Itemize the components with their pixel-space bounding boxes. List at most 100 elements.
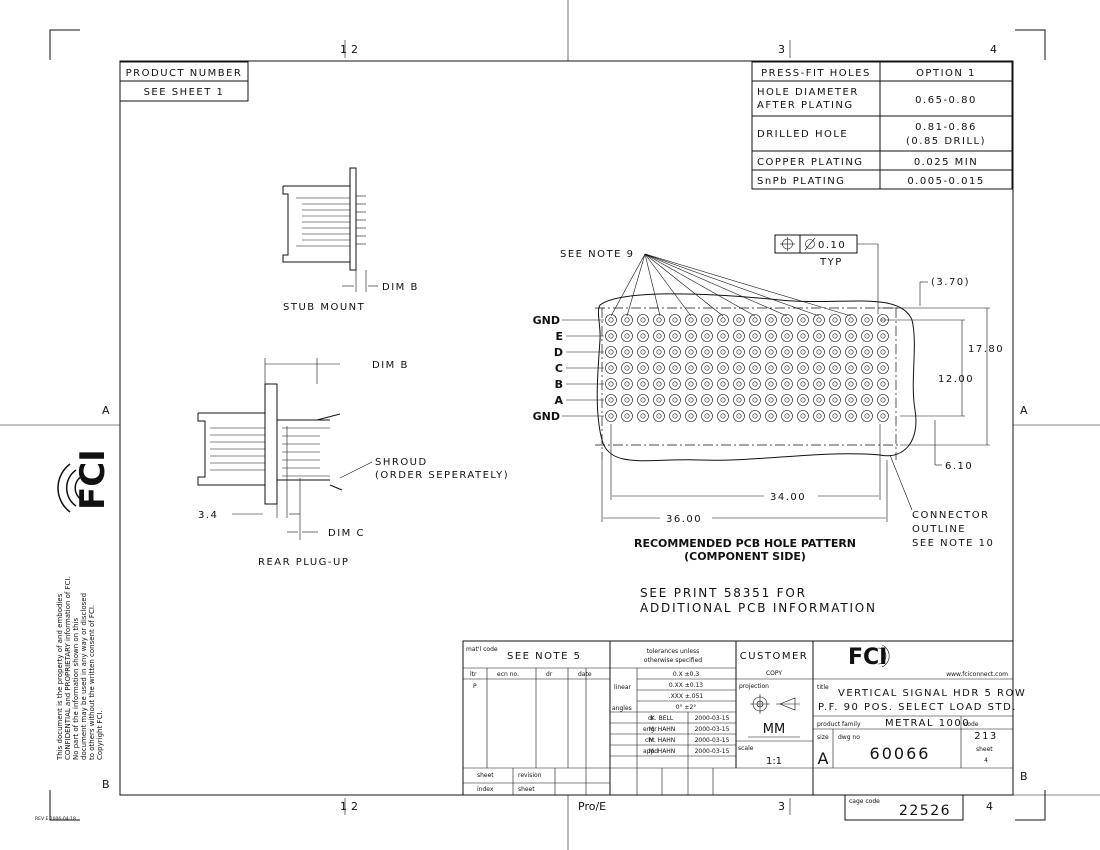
customer-copy: COPY — [766, 670, 782, 677]
pcb-hole-drill — [800, 397, 806, 403]
pcb-hole — [685, 314, 697, 326]
pcb-hole-drill — [752, 365, 758, 371]
pcb-hole — [621, 362, 633, 374]
pcb-hole — [701, 314, 713, 326]
pcb-hole-drill — [608, 349, 614, 355]
proprietary-line-5: to others without the written consent of… — [88, 605, 96, 760]
pcb-hole-drill — [624, 349, 630, 355]
title-label: title — [817, 684, 829, 691]
hole-table-row3-label: COPPER PLATING — [757, 157, 864, 168]
pcb-hole — [717, 362, 729, 374]
pcb-hole-drill — [624, 381, 630, 387]
cage-code-value: 22526 — [899, 803, 951, 819]
pcb-hole — [861, 330, 873, 342]
pcb-hole-drill — [672, 413, 678, 419]
pcb-hole-drill — [656, 397, 662, 403]
pcb-hole-drill — [704, 413, 710, 419]
approval-name-engr: M. HAHN — [649, 726, 676, 733]
rear-plug-dim-b: DIM B — [372, 360, 409, 371]
pcb-hole — [781, 314, 793, 326]
pcb-hole — [733, 410, 745, 422]
pcb-hole-drill — [656, 317, 662, 323]
pcb-hole — [621, 378, 633, 390]
stub-mount-caption: STUB MOUNT — [283, 302, 365, 313]
pcb-hole-drill — [640, 365, 646, 371]
approval-date-dr: 2000-03-15 — [695, 715, 730, 722]
tol-angles-label: angles — [612, 705, 632, 712]
pcb-hole — [781, 378, 793, 390]
dwg-no-value: 60066 — [870, 744, 931, 763]
pcb-hole-drill — [752, 333, 758, 339]
pcb-hole — [765, 410, 777, 422]
pcb-hole-drill — [784, 381, 790, 387]
pcb-hole-drill — [848, 365, 854, 371]
pcb-hole-drill — [640, 397, 646, 403]
pcb-hole — [621, 330, 633, 342]
rear-plug-dim-c: DIM C — [328, 528, 365, 539]
hole-table-row2-value2: (0.85 DRILL) — [906, 136, 986, 147]
scale-value: 1:1 — [766, 756, 782, 767]
pcb-hole — [733, 330, 745, 342]
pcb-hole — [653, 410, 665, 422]
product-family-value: METRAL 1000 — [885, 718, 970, 729]
pcb-hole — [685, 362, 697, 374]
pcb-hole-drill — [880, 349, 886, 355]
website: www.fciconnect.com — [946, 671, 1008, 678]
pcb-hole — [733, 314, 745, 326]
pcb-hole — [765, 330, 777, 342]
pcb-hole — [845, 314, 857, 326]
pcb-hole-drill — [768, 381, 774, 387]
pcb-hole-drill — [816, 317, 822, 323]
pcb-hole-drill — [832, 397, 838, 403]
pcb-hole-drill — [752, 317, 758, 323]
pcb-hole — [845, 330, 857, 342]
pcb-hole — [717, 394, 729, 406]
pcb-hole — [733, 362, 745, 374]
pcb-hole-drill — [832, 381, 838, 387]
pcb-hole-drill — [608, 413, 614, 419]
pcb-hole-drill — [880, 333, 886, 339]
pcb-hole-drill — [688, 317, 694, 323]
matl-code-value: SEE NOTE 5 — [507, 651, 581, 662]
dim-17-80: 17.80 — [968, 344, 1004, 355]
pcb-hole — [685, 346, 697, 358]
pcb-hole — [749, 378, 761, 390]
pcb-hole-drill — [704, 365, 710, 371]
pcb-hole-drill — [688, 365, 694, 371]
connector-outline-note-3: SEE NOTE 10 — [912, 538, 994, 549]
pcb-hole-drill — [720, 397, 726, 403]
pcb-hole — [701, 410, 713, 422]
pcb-hole-drill — [800, 333, 806, 339]
approval-date-appd: 2000-03-15 — [695, 748, 730, 755]
pcb-hole-drill — [688, 413, 694, 419]
third-angle-projection-icon — [750, 694, 800, 714]
pcb-hole — [781, 330, 793, 342]
pcb-hole — [605, 346, 617, 358]
stub-mount-view: DIM B STUB MOUNT — [282, 167, 417, 313]
zone-right-a: A — [1020, 404, 1029, 417]
product-number-label: PRODUCT NUMBER — [126, 68, 243, 79]
pcb-hole — [733, 378, 745, 390]
dim-6-10: 6.10 — [945, 461, 973, 472]
pcb-hole-drill — [880, 397, 886, 403]
pcb-hole — [877, 330, 889, 342]
pcb-hole-drill — [752, 413, 758, 419]
pcb-hole — [861, 394, 873, 406]
tol-header-1: tolerances unless — [647, 648, 700, 655]
pcb-hole-drill — [672, 365, 678, 371]
proprietary-line-3: No part of the information shown on this — [72, 618, 80, 760]
pcb-hole — [637, 378, 649, 390]
pcb-hole — [797, 394, 809, 406]
sheet-index-2: index — [477, 786, 494, 793]
zone-bottom-1: 1 — [340, 800, 349, 813]
pcb-hole — [685, 330, 697, 342]
pcb-hole-drill — [656, 413, 662, 419]
row-label-b: B — [555, 378, 563, 391]
pcb-hole-drill — [784, 333, 790, 339]
pcb-hole — [813, 314, 825, 326]
pcb-hole — [797, 346, 809, 358]
print-note-2: ADDITIONAL PCB INFORMATION — [640, 601, 877, 615]
pcb-hole — [813, 330, 825, 342]
scale-label: scale — [738, 745, 754, 752]
hole-table-row1-value: 0.65-0.80 — [915, 95, 977, 106]
